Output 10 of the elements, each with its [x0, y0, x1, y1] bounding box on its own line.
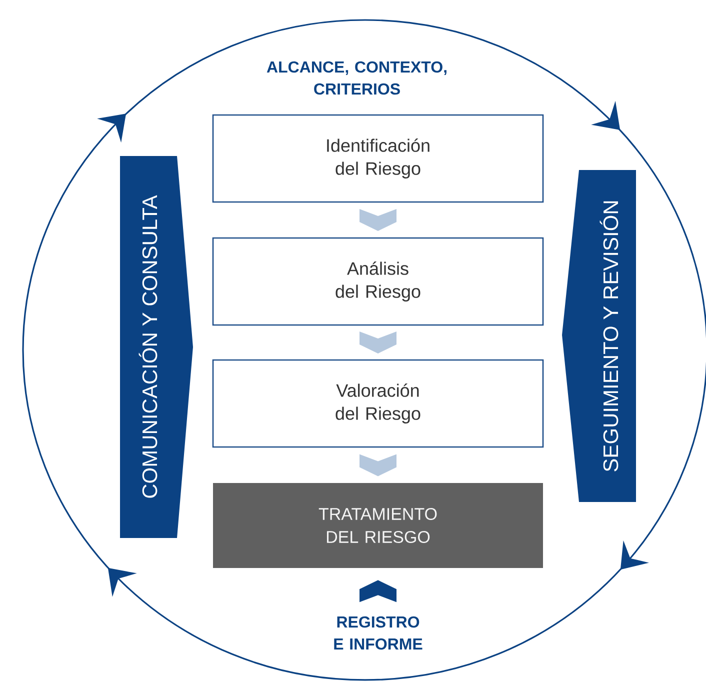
chevron-arrow	[360, 209, 396, 231]
heading-text: REGISTRO E INFORME	[334, 616, 422, 650]
process-box: Identificación del Riesgo	[212, 114, 544, 203]
chevron-arrow	[360, 580, 396, 602]
process-box: Análisis del Riesgo	[212, 237, 544, 326]
chevron-arrow	[360, 331, 396, 354]
chevron-arrow	[360, 454, 396, 476]
process-box: TRATAMIENTO DEL RIESGO	[213, 482, 543, 568]
heading-text: ALCANCE, CONTEXTO, CRITERIOS	[266, 61, 446, 95]
process-box: Valoración del Riesgo	[212, 359, 544, 448]
